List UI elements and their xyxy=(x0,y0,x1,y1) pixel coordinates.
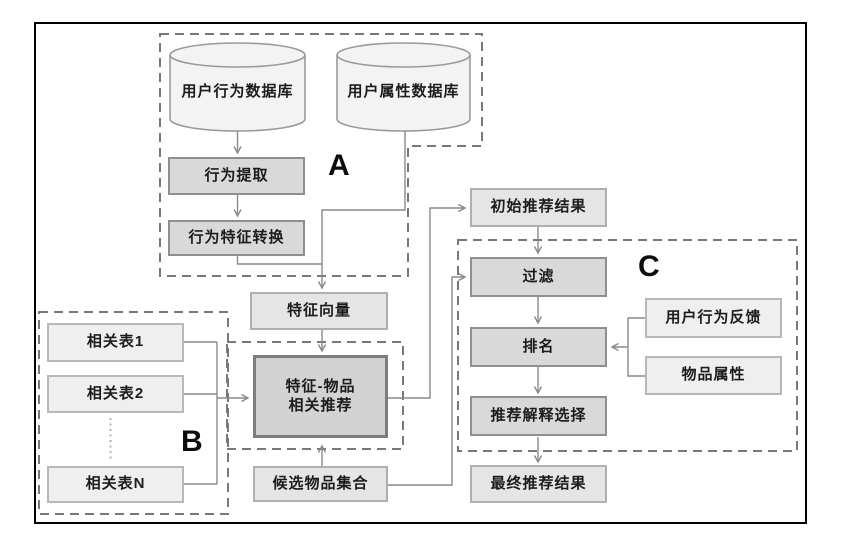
feature-item-module-outline xyxy=(226,341,404,450)
region-c-outline xyxy=(457,239,798,452)
initial-rec-result-box: 初始推荐结果 xyxy=(470,188,607,227)
region-a-outline xyxy=(159,33,483,277)
rec-explanation-selection-box: 推荐解释选择 xyxy=(470,396,607,436)
feature-item-recommendation-box: 特征-物品 相关推荐 xyxy=(253,355,388,438)
user-attribute-db-label: 用户属性数据库 xyxy=(347,83,460,100)
user-behavior-feedback-box: 用户行为反馈 xyxy=(645,298,782,338)
database-cylinder-user-attribute xyxy=(336,42,471,132)
item-attributes-box: 物品属性 xyxy=(645,356,782,395)
related-table-1-box: 相关表1 xyxy=(47,323,184,362)
ranking-box: 排名 xyxy=(470,327,607,367)
candidate-item-set-box: 候选物品集合 xyxy=(253,466,388,502)
filter-box: 过滤 xyxy=(470,257,607,297)
region-b-label: B xyxy=(181,425,203,458)
feature-item-line2: 相关推荐 xyxy=(288,396,353,414)
feature-vector-box: 特征向量 xyxy=(250,292,388,330)
region-c-label: C xyxy=(638,250,660,283)
behavior-extraction-box: 行为提取 xyxy=(168,157,305,195)
behavior-feature-conversion-box: 行为特征转换 xyxy=(168,220,305,256)
region-a-label: A xyxy=(328,149,350,182)
connectors xyxy=(109,131,645,486)
user-behavior-db-label: 用户行为数据库 xyxy=(181,83,294,100)
related-table-n-box: 相关表N xyxy=(47,466,184,503)
related-table-2-box: 相关表2 xyxy=(47,375,184,413)
final-rec-result-box: 最终推荐结果 xyxy=(470,465,607,503)
database-cylinder-user-behavior xyxy=(169,42,306,132)
feature-item-line1: 特征-物品 xyxy=(285,377,356,395)
